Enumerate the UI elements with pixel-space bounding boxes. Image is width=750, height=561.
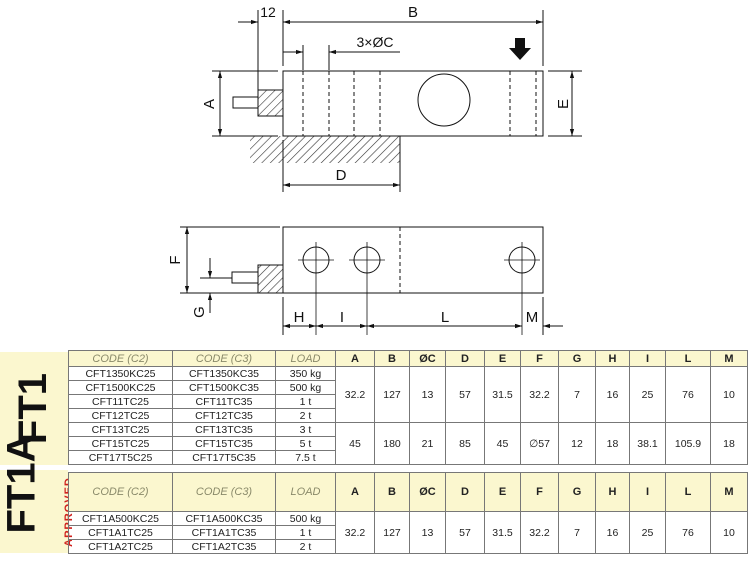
code-c2-cell: CFT15TC25 [68, 436, 173, 451]
code-c2-cell: CFT1A1TC25 [68, 525, 173, 540]
dimension-cell: 32.2 [335, 366, 375, 423]
dimension-cell: 45 [335, 422, 375, 465]
technical-drawing: 12 B 3×ØC A E D F G H I L M [167, 4, 582, 335]
dimension-cell: 16 [595, 366, 630, 423]
top-view [212, 10, 582, 192]
dimension-cell: 57 [445, 511, 485, 554]
strain-gauge-pocket [417, 73, 471, 127]
dimension-cell: 45 [484, 422, 521, 465]
load-cell: 2 t [275, 408, 336, 423]
load-cell: 7.5 t [275, 450, 336, 465]
code-c2-cell: CFT12TC25 [68, 408, 173, 423]
dimension-cell: 127 [374, 366, 410, 423]
code-c3-cell: CFT13TC35 [172, 422, 276, 437]
dim-l-label: L [441, 309, 449, 326]
dimension-cell: 25 [629, 511, 666, 554]
load-cell-body-top [282, 70, 544, 137]
dimension-cell: 76 [665, 511, 711, 554]
code-c3-cell: CFT1A500KC35 [172, 511, 276, 526]
dimension-cell: 32.2 [520, 511, 559, 554]
code-c3-cell: CFT11TC35 [172, 394, 276, 409]
dim-a-label: A [201, 99, 218, 109]
dimension-cell: 18 [595, 422, 630, 465]
ft1a-title: FT1A [0, 433, 44, 534]
dim-g-label: G [191, 306, 208, 318]
dim-i-label: I [340, 309, 344, 326]
load-direction-arrow-icon [509, 38, 531, 60]
load-cell: 1 t [275, 394, 336, 409]
dimension-cell: 38.1 [629, 422, 666, 465]
load-cell: 500 kg [275, 380, 336, 395]
dimension-cell: ∅57 [520, 422, 559, 465]
dim-d-label: D [336, 167, 347, 184]
dimension-cell: 180 [374, 422, 410, 465]
code-c3-cell: CFT1350KC35 [172, 366, 276, 381]
dim-b-label: B [408, 4, 418, 21]
load-cell: 1 t [275, 525, 336, 540]
dimension-cell: 16 [595, 511, 630, 554]
dimension-cell: 13 [409, 366, 446, 423]
code-c3-cell: CFT15TC35 [172, 436, 276, 451]
dimension-cell: 85 [445, 422, 485, 465]
code-c2-cell: CFT1500KC25 [68, 380, 173, 395]
code-c2-cell: CFT1A2TC25 [68, 539, 173, 554]
dimension-cell: 10 [710, 511, 748, 554]
ft1-series-label: FT1 [0, 352, 68, 465]
dim-3xc-label: 3×ØC [357, 34, 394, 50]
dimension-cell: 12 [558, 422, 596, 465]
dimension-cell: 32.2 [335, 511, 375, 554]
code-c3-cell: CFT12TC35 [172, 408, 276, 423]
load-cell-body-side [282, 226, 544, 294]
dimension-cell: 25 [629, 366, 666, 423]
dimension-cell: 7 [558, 366, 596, 423]
load-cell: 2 t [275, 539, 336, 554]
dim-12-label: 12 [260, 4, 276, 20]
dim-e-label: E [555, 99, 572, 109]
code-c2-cell: CFT13TC25 [68, 422, 173, 437]
code-c3-cell: CFT17T5C35 [172, 450, 276, 465]
dimension-cell: 57 [445, 366, 485, 423]
dimension-cell: 76 [665, 366, 711, 423]
dimension-cell: 31.5 [484, 511, 521, 554]
side-view [180, 226, 563, 335]
dimension-cell: 13 [409, 511, 446, 554]
code-c3-cell: CFT1A2TC35 [172, 539, 276, 554]
dimension-cell: 18 [710, 422, 748, 465]
code-c2-cell: CFT11TC25 [68, 394, 173, 409]
dimension-cell: 105.9 [665, 422, 711, 465]
dimension-cell: 10 [710, 366, 748, 423]
load-cell: 350 kg [275, 366, 336, 381]
dimension-cell: 31.5 [484, 366, 521, 423]
code-c2-cell: CFT1A500KC25 [68, 511, 173, 526]
dimension-cell: 21 [409, 422, 446, 465]
load-cell: 500 kg [275, 511, 336, 526]
dimension-cell: 32.2 [520, 366, 559, 423]
code-c2-cell: CFT1350KC25 [68, 366, 173, 381]
dimension-cell: 127 [374, 511, 410, 554]
code-c3-cell: CFT1500KC35 [172, 380, 276, 395]
code-c3-cell: CFT1A1TC35 [172, 525, 276, 540]
code-c2-cell: CFT17T5C25 [68, 450, 173, 465]
cable [232, 96, 259, 109]
dim-f-label: F [167, 255, 184, 264]
support-hatch [250, 136, 400, 163]
dim-h-label: H [294, 309, 305, 326]
load-cell: 5 t [275, 436, 336, 451]
load-cell: 3 t [275, 422, 336, 437]
dimension-cell: 7 [558, 511, 596, 554]
ft1a-series-label: FT1A APPROVED [0, 433, 75, 553]
dim-m-label: M [526, 309, 539, 326]
cable-gland [257, 89, 284, 117]
